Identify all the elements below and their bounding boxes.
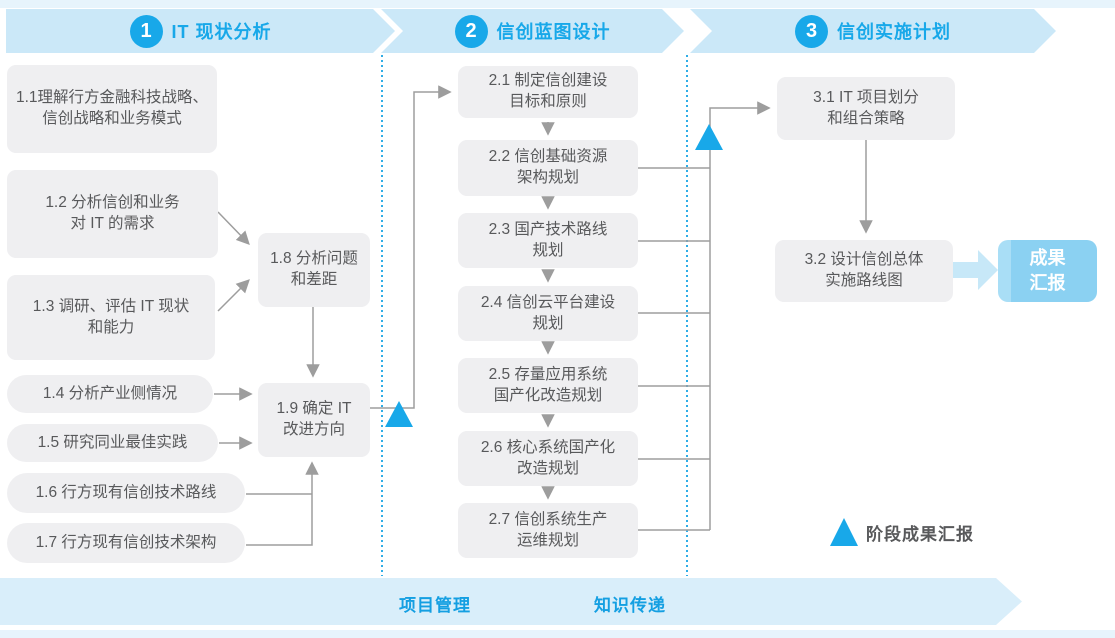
step-box-1-2: 1.2 分析信创和业务 对 IT 的需求	[7, 170, 218, 258]
milestone-triangle-phase1	[385, 401, 413, 427]
step-box-1-6: 1.6 行方现有信创技术路线	[7, 473, 245, 513]
arrow-1-2-to-1-8	[217, 211, 250, 245]
thick-arrow-to-result	[953, 250, 998, 290]
step-box-1-3: 1.3 调研、评估 IT 现状 和能力	[7, 275, 215, 360]
step-box-1-1: 1.1理解行方金融科技战略、 信创战略和业务模式	[7, 65, 217, 153]
arrow-1-9-to-2-1	[370, 85, 452, 409]
step-box-1-9: 1.9 确定 IT 改进方向	[258, 383, 370, 457]
footer-label-knowledge-transfer: 知识传递	[594, 596, 666, 615]
arrow-1-3-to-1-8	[217, 279, 250, 312]
footer-label-project-management: 项目管理	[399, 596, 471, 615]
step-box-2-5: 2.5 存量应用系统 国产化改造规划	[458, 358, 638, 413]
collector-to-3-1	[709, 101, 771, 530]
step-box-3-2: 3.2 设计信创总体 实施路线图	[775, 240, 953, 302]
step-box-3-1: 3.1 IT 项目划分 和组合策略	[777, 77, 955, 140]
phase-number-badge: 2	[455, 15, 488, 48]
phase-title: 信创实施计划	[837, 22, 951, 42]
bottom-edge-strip	[0, 630, 1115, 638]
phase-divider-dashed-line-1	[381, 55, 383, 576]
top-edge-strip	[0, 0, 1115, 8]
step-box-2-7: 2.7 信创系统生产 运维规划	[458, 503, 638, 558]
phase-number-badge: 3	[795, 15, 828, 48]
phase-title: IT 现状分析	[171, 22, 272, 42]
step-box-1-4: 1.4 分析产业侧情况	[7, 375, 213, 413]
legend-triangle-icon	[830, 518, 858, 546]
step-box-2-3: 2.3 国产技术路线 规划	[458, 213, 638, 268]
phase-number-badge: 1	[130, 15, 163, 48]
step-box-1-7: 1.7 行方现有信创技术架构	[7, 523, 245, 563]
phase-title: 信创蓝图设计	[496, 22, 611, 42]
step-box-1-8: 1.8 分析问题 和差距	[258, 233, 370, 307]
legend-label: 阶段成果汇报	[866, 525, 974, 544]
step-box-2-2: 2.2 信创基础资源 架构规划	[458, 140, 638, 196]
phase-banner-3: 3 信创实施计划	[690, 9, 1056, 53]
phase-banner-1: 1 IT 现状分析	[6, 9, 395, 53]
arrow-1-7-to-1-9	[246, 461, 319, 546]
result-report-box: 成果 汇报	[998, 240, 1097, 302]
phase-banner-2: 2 信创蓝图设计	[381, 9, 684, 53]
step-box-2-6: 2.6 核心系统国产化 改造规划	[458, 431, 638, 486]
milestone-triangle-phase2	[695, 124, 723, 150]
step-box-1-5: 1.5 研究同业最佳实践	[7, 424, 218, 462]
phase-divider-dashed-line-2	[686, 55, 688, 576]
step-box-2-4: 2.4 信创云平台建设 规划	[458, 286, 638, 341]
step-box-2-1: 2.1 制定信创建设 目标和原则	[458, 66, 638, 118]
bottom-stream-banner	[0, 578, 1022, 625]
